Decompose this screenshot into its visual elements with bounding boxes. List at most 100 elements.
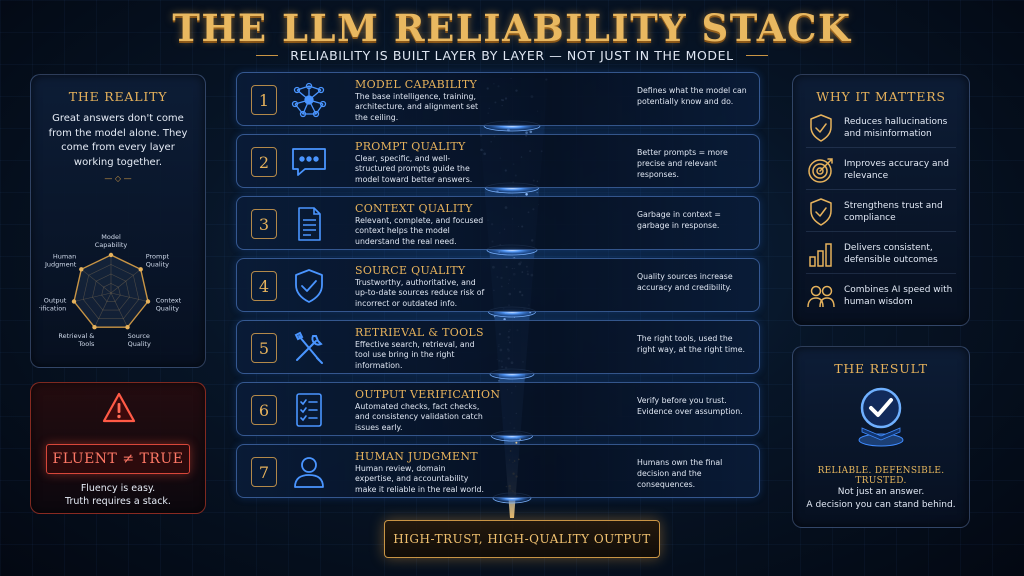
layer-title: PROMPT QUALITY [355, 140, 466, 153]
beam-particle [493, 315, 496, 318]
layer-description: Relevant, complete, and focused context … [355, 216, 484, 246]
layer-description: The base intelligence, training, archite… [355, 92, 479, 122]
fluent-line-1: Fluency is easy. [80, 483, 156, 494]
why-item-text: Improves accuracy and relevance [844, 158, 949, 181]
beam-particle [525, 193, 528, 196]
radar-ring [73, 254, 149, 328]
layer-side-note: Better prompts = more precise and releva… [637, 148, 728, 179]
why-item: Delivers consistent, defensible outcomes [806, 234, 956, 274]
people-icon [806, 281, 836, 311]
beam-particle [515, 441, 518, 444]
layer-title: SOURCE QUALITY [355, 264, 466, 277]
layer-number: 7 [251, 457, 277, 487]
radar-vertex [125, 325, 130, 330]
radar-label: Retrieval &Tools [58, 332, 95, 348]
layer-side-note: Humans own the final decision and the co… [637, 458, 723, 489]
layer-description: Clear, specific, and well-structured pro… [355, 154, 473, 184]
result-panel: THE RESULT [792, 346, 970, 528]
layer-number: 6 [251, 395, 277, 425]
layer-description: Automated checks, fact checks, and consi… [355, 402, 483, 432]
tools-icon [289, 330, 329, 366]
layer-side-note: Defines what the model can potentially k… [637, 86, 747, 106]
page-subtitle: RELIABILITY IS BUILT LAYER BY LAYER — NO… [290, 48, 734, 63]
result-line-1: Not just an answer. [837, 487, 925, 497]
radar-vertex [145, 299, 151, 304]
beam-particle [525, 131, 528, 134]
reality-text: Great answers don't come from the model … [48, 113, 188, 168]
layer-description: Trustworthy, authoritative, and up-to-da… [355, 278, 485, 308]
radar-ring [101, 283, 121, 302]
shield-check-icon [806, 113, 836, 143]
layer-number: 5 [251, 333, 277, 363]
layer-number: 3 [251, 209, 277, 239]
why-item: Combines AI speed with human wisdom [806, 276, 956, 316]
why-it-matters-panel: WHY IT MATTERS [792, 74, 970, 326]
layer-title: CONTEXT QUALITY [355, 202, 473, 215]
page-title: THE LLM RELIABILITY STACK [172, 6, 852, 50]
layer-title: RETRIEVAL & TOOLS [355, 326, 484, 339]
radar-vertex [79, 267, 84, 272]
subtitle-row: RELIABILITY IS BUILT LAYER BY LAYER — NO… [0, 48, 1024, 63]
why-item: Improves accuracy and relevance [806, 150, 956, 190]
radar-vertex [92, 325, 97, 330]
ornament-icon: — ◇ — [104, 174, 132, 183]
checklist-icon [289, 392, 329, 428]
result-check-icon [858, 387, 904, 447]
result-heading: THE RESULT [834, 361, 928, 376]
why-heading: WHY IT MATTERS [816, 89, 946, 104]
beam-particle [529, 130, 533, 134]
radar-ring [82, 264, 140, 319]
beam-particle [536, 192, 538, 194]
bar-chart-icon [806, 239, 836, 269]
chat-bubble-icon [289, 144, 329, 180]
layer-side-note: The right tools, used the right way, at … [637, 334, 746, 354]
person-icon [289, 454, 329, 490]
layer-number: 1 [251, 85, 277, 115]
target-icon [806, 155, 836, 185]
radar-spoke [73, 292, 112, 302]
radar-spoke [110, 292, 128, 328]
radar-spoke [110, 292, 149, 302]
radar-spoke [110, 269, 141, 294]
layer-title: OUTPUT VERIFICATION [355, 388, 501, 401]
result-tagline: RELIABLE. DEFENSIBLE. TRUSTED. [817, 466, 945, 486]
layer-title: HUMAN JUDGMENT [355, 450, 478, 463]
layer-side-note: Garbage in context = garbage in response… [637, 210, 721, 230]
layer-description: Human review, domain expertise, and acco… [355, 464, 484, 494]
layer-title: MODEL CAPABILITY [355, 78, 478, 91]
why-item-text: Combines AI speed with human wisdom [844, 285, 953, 307]
warning-icon [102, 392, 136, 423]
result-caption: Not just an answer. A decision you can s… [792, 486, 970, 512]
layer-description: Effective search, retrieval, and tool us… [355, 340, 475, 370]
layer-side-note: Verify before you trust. Evidence over a… [637, 396, 743, 416]
radar-vertex [108, 252, 114, 258]
output-box: HIGH-TRUST, HIGH-QUALITY OUTPUT [384, 520, 660, 558]
fluent-caption: Fluency is easy. Truth requires a stack. [30, 482, 206, 508]
radar-spoke [81, 269, 112, 294]
result-line-2: A decision you can stand behind. [806, 500, 956, 510]
subtitle-rule-left [256, 55, 279, 56]
why-item-text: Strengthens trust and compliance [844, 200, 943, 223]
subtitle-rule-right [745, 55, 768, 56]
why-item-text: Delivers consistent, defensible outcomes [844, 242, 938, 265]
fluent-line-2: Truth requires a stack. [65, 496, 171, 507]
beam-particle [498, 380, 500, 382]
radar-vertex [138, 267, 143, 272]
radar-label: OutputVerification [39, 297, 67, 313]
network-icon [289, 82, 329, 118]
shield-check-icon [806, 197, 836, 227]
fluent-not-true-badge: FLUENT ≠ TRUE [46, 444, 190, 474]
radar-spoke [94, 292, 112, 328]
why-item: Strengthens trust and compliance [806, 192, 956, 232]
layer-number: 2 [251, 147, 277, 177]
